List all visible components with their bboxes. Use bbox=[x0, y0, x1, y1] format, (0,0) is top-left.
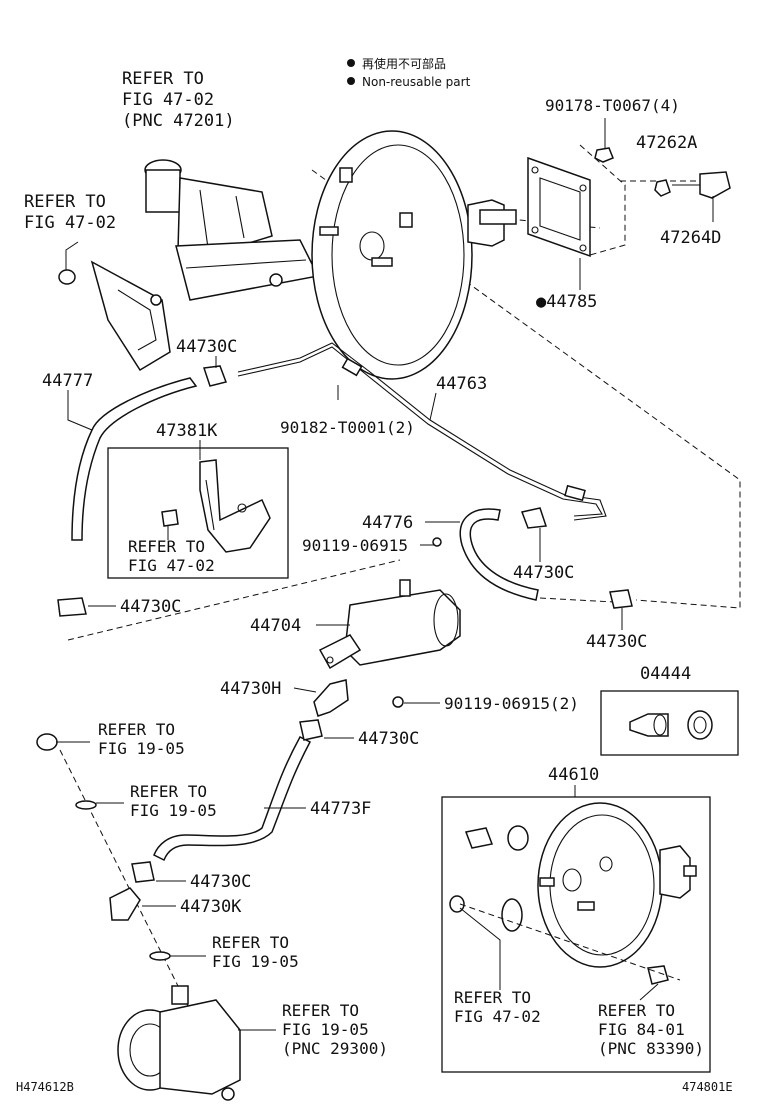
part-labels: REFER TO FIG 47-02 (PNC 47201) REFER TO … bbox=[16, 69, 733, 1094]
legend-bullet-icon bbox=[347, 77, 355, 85]
vacuum-pump-drawing bbox=[36, 733, 241, 1101]
refer-bracket-line1: REFER TO bbox=[24, 192, 106, 212]
legend-english: Non-reusable part bbox=[362, 75, 471, 89]
part-label-44730C-mid: 44730C bbox=[513, 563, 574, 583]
legend: 再使用不可部品 Non-reusable part bbox=[347, 56, 471, 89]
part-label-90119-double: 90119-06915(2) bbox=[444, 694, 579, 713]
refer-pump-line3: (PNC 29300) bbox=[282, 1039, 388, 1058]
diagram-code-left: H474612B bbox=[16, 1080, 74, 1094]
refer-19-05-c-line1: REFER TO bbox=[212, 933, 289, 952]
refer-master-cylinder-line2: FIG 47-02 bbox=[122, 90, 214, 110]
part-label-44730C-bottom: 44730C bbox=[190, 872, 251, 892]
legend-bullet-icon bbox=[347, 59, 355, 67]
part-label-44730C-left: 44730C bbox=[120, 597, 181, 617]
refer-47-02-line2: FIG 47-02 bbox=[454, 1007, 541, 1026]
part-label-47381K: 47381K bbox=[156, 421, 218, 441]
part-label-90119-single: 90119-06915 bbox=[302, 536, 408, 555]
part-label-44730C: 44730C bbox=[176, 337, 237, 357]
refer-19-05-a-line2: FIG 19-05 bbox=[98, 739, 185, 758]
part-label-44610: 44610 bbox=[548, 765, 599, 785]
part-label-44704: 44704 bbox=[250, 616, 301, 636]
part-label-44730K: 44730K bbox=[180, 897, 242, 917]
part-label-47262A: 47262A bbox=[636, 133, 697, 153]
diagram-code-right: 474801E bbox=[682, 1080, 733, 1094]
part-label-90182: 90182-T0001(2) bbox=[280, 418, 415, 437]
refer-master-cylinder-line1: REFER TO bbox=[122, 69, 204, 89]
refer-box-line1: REFER TO bbox=[128, 537, 205, 556]
part-label-04444: 04444 bbox=[640, 664, 691, 684]
part-label-44776: 44776 bbox=[362, 513, 413, 533]
hose-clamps bbox=[57, 365, 633, 883]
refer-84-01-line3: (PNC 83390) bbox=[598, 1039, 704, 1058]
refer-47-02-line1: REFER TO bbox=[454, 988, 531, 1007]
part-label-44730C-right: 44730C bbox=[586, 632, 647, 652]
part-label-44785: ●44785 bbox=[536, 292, 597, 312]
part-label-44773F: 44773F bbox=[310, 799, 371, 819]
part-label-44730H: 44730H bbox=[220, 679, 281, 699]
refer-pump-line1: REFER TO bbox=[282, 1001, 359, 1020]
refer-pump-line2: FIG 19-05 bbox=[282, 1020, 369, 1039]
refer-master-cylinder-line3: (PNC 47201) bbox=[122, 111, 235, 131]
brake-booster-drawing bbox=[311, 130, 731, 380]
part-label-90178: 90178-T0067(4) bbox=[545, 96, 680, 115]
refer-bracket-line2: FIG 47-02 bbox=[24, 213, 116, 233]
part-label-47264D: 47264D bbox=[660, 228, 721, 248]
booster-assembly-44610-box bbox=[441, 796, 711, 1073]
vacuum-pipes-hoses bbox=[71, 342, 607, 862]
legend-japanese: 再使用不可部品 bbox=[362, 56, 446, 71]
leader-lines bbox=[56, 118, 714, 1031]
bracket-47381K-box bbox=[107, 447, 289, 579]
part-label-44763: 44763 bbox=[436, 374, 487, 394]
refer-84-01-line2: FIG 84-01 bbox=[598, 1020, 685, 1039]
refer-19-05-b-line2: FIG 19-05 bbox=[130, 801, 217, 820]
part-label-44777: 44777 bbox=[42, 371, 93, 391]
kit-04444-box bbox=[600, 690, 739, 756]
part-label-44730C-low: 44730C bbox=[358, 729, 419, 749]
refer-84-01-line1: REFER TO bbox=[598, 1001, 675, 1020]
refer-19-05-a-line1: REFER TO bbox=[98, 720, 175, 739]
refer-box-line2: FIG 47-02 bbox=[128, 556, 215, 575]
master-cylinder-drawing bbox=[58, 159, 320, 372]
refer-19-05-c-line2: FIG 19-05 bbox=[212, 952, 299, 971]
refer-19-05-b-line1: REFER TO bbox=[130, 782, 207, 801]
check-valve-drawing bbox=[313, 537, 461, 717]
